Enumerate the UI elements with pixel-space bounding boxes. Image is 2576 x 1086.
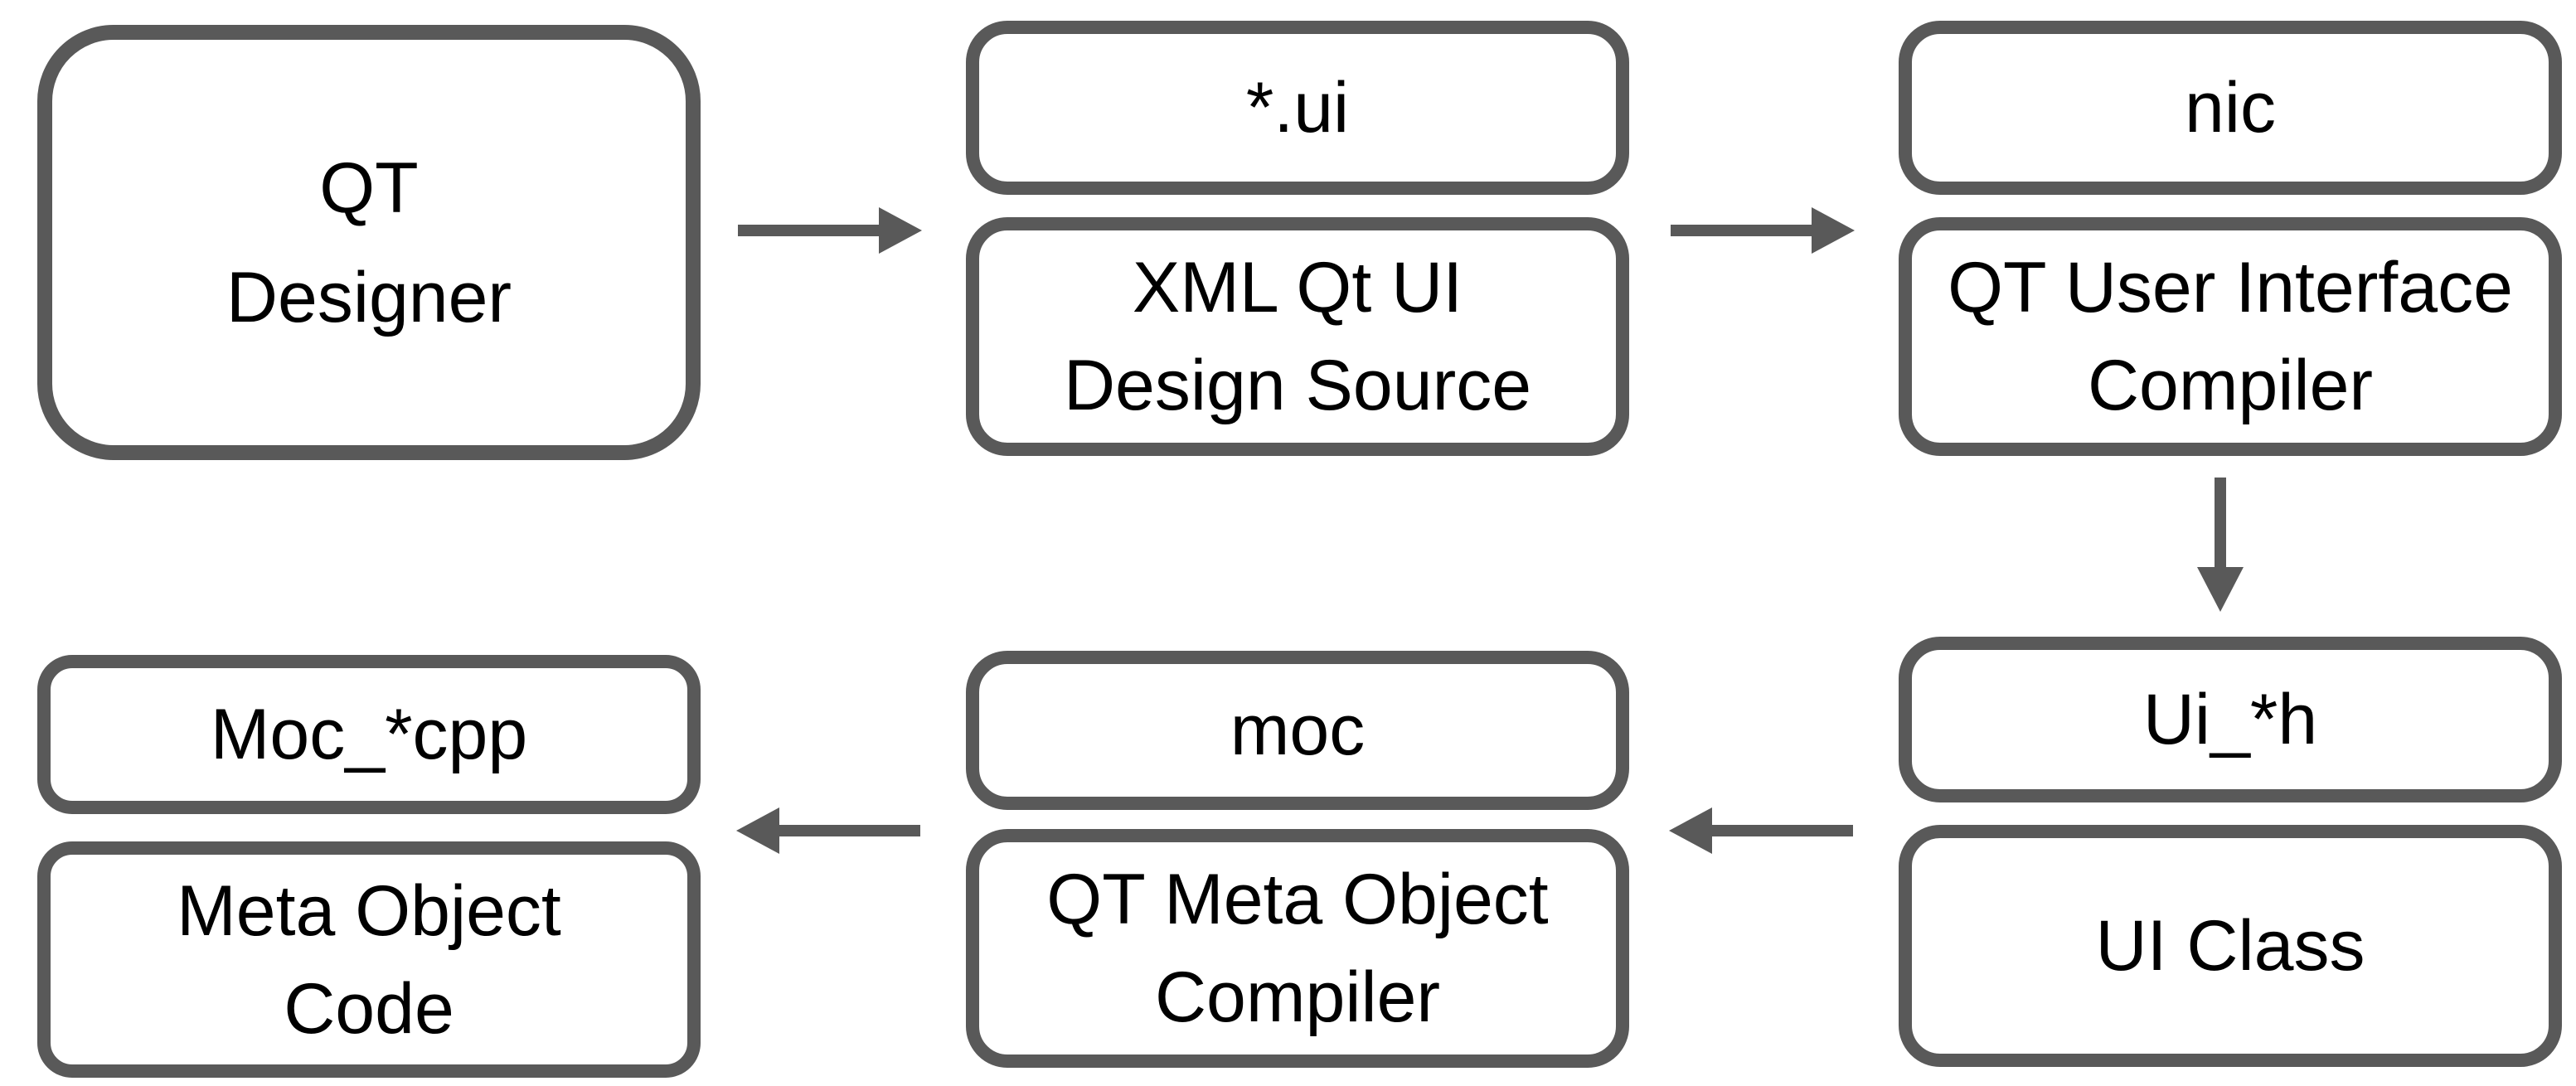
node-ui-class-label: UI Class [2095,906,2365,986]
node-moc: moc [966,651,1629,810]
arrow-right-icon [730,197,929,264]
node-meta-object-code: Meta Object Code [37,841,701,1078]
node-ui-file: *.ui [966,21,1629,195]
node-qt-user-interface-compiler-label: QT User Interface Compiler [1948,248,2513,425]
node-qt-meta-object-compiler-label: QT Meta Object Compiler [1046,860,1549,1037]
node-moc-cpp-file-label: Moc_*cpp [210,695,528,774]
node-xml-design-source: XML Qt UI Design Source [966,217,1629,456]
node-meta-object-code-label: Meta Object Code [177,870,561,1049]
node-ui-h-file: Ui_*h [1899,637,2562,802]
node-moc-cpp-file: Moc_*cpp [37,655,701,814]
node-ui-file-label: *.ui [1245,68,1350,148]
node-moc-label: moc [1230,691,1366,770]
node-xml-design-source-label: XML Qt UI Design Source [1063,248,1532,425]
arrow-right-icon [1662,197,1861,264]
node-qt-designer: QT Designer [37,25,701,460]
arrow-down-icon [2187,471,2253,620]
arrow-left-icon [1662,798,1861,864]
node-qt-meta-object-compiler: QT Meta Object Compiler [966,829,1629,1068]
node-nic: nic [1899,21,2562,195]
node-qt-designer-label: QT Designer [226,148,512,337]
node-nic-label: nic [2185,68,2276,148]
arrow-left-icon [730,798,929,864]
node-ui-class: UI Class [1899,825,2562,1067]
node-ui-h-file-label: Ui_*h [2142,680,2318,759]
node-qt-user-interface-compiler: QT User Interface Compiler [1899,217,2562,456]
